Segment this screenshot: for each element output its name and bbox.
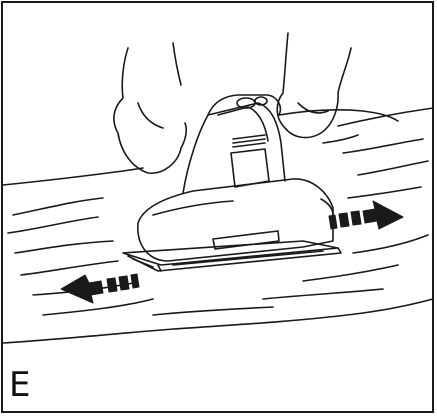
sander-illustration bbox=[3, 3, 436, 415]
sander-body bbox=[138, 95, 398, 261]
wood-surface bbox=[3, 108, 433, 343]
figure-label: E bbox=[9, 368, 30, 402]
motion-arrows bbox=[61, 201, 403, 303]
